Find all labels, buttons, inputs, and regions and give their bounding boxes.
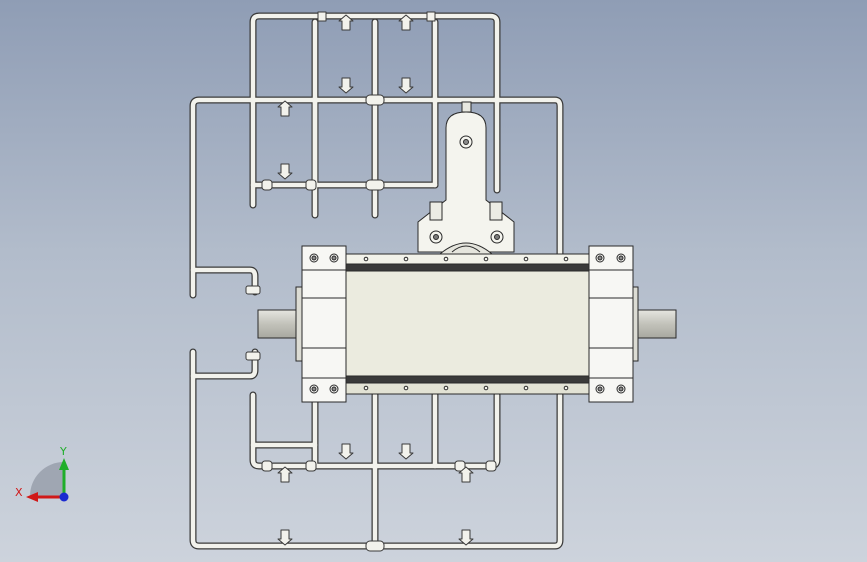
right-shaft[interactable] <box>631 309 677 339</box>
coordinate-triad: X Y <box>15 445 69 502</box>
z-axis-dot-icon <box>59 492 69 502</box>
clevis-mount[interactable] <box>417 101 515 255</box>
cylinder-assembly[interactable] <box>257 245 677 403</box>
left-shaft[interactable] <box>257 309 303 339</box>
right-flange[interactable] <box>588 245 634 403</box>
pipe-frame[interactable] <box>189 11 564 552</box>
x-axis-label: X <box>15 486 23 499</box>
y-axis-label: Y <box>59 445 67 458</box>
y-axis-arrow-icon <box>59 458 69 470</box>
x-axis-arrow-icon <box>26 492 38 502</box>
left-flange[interactable] <box>301 245 347 403</box>
